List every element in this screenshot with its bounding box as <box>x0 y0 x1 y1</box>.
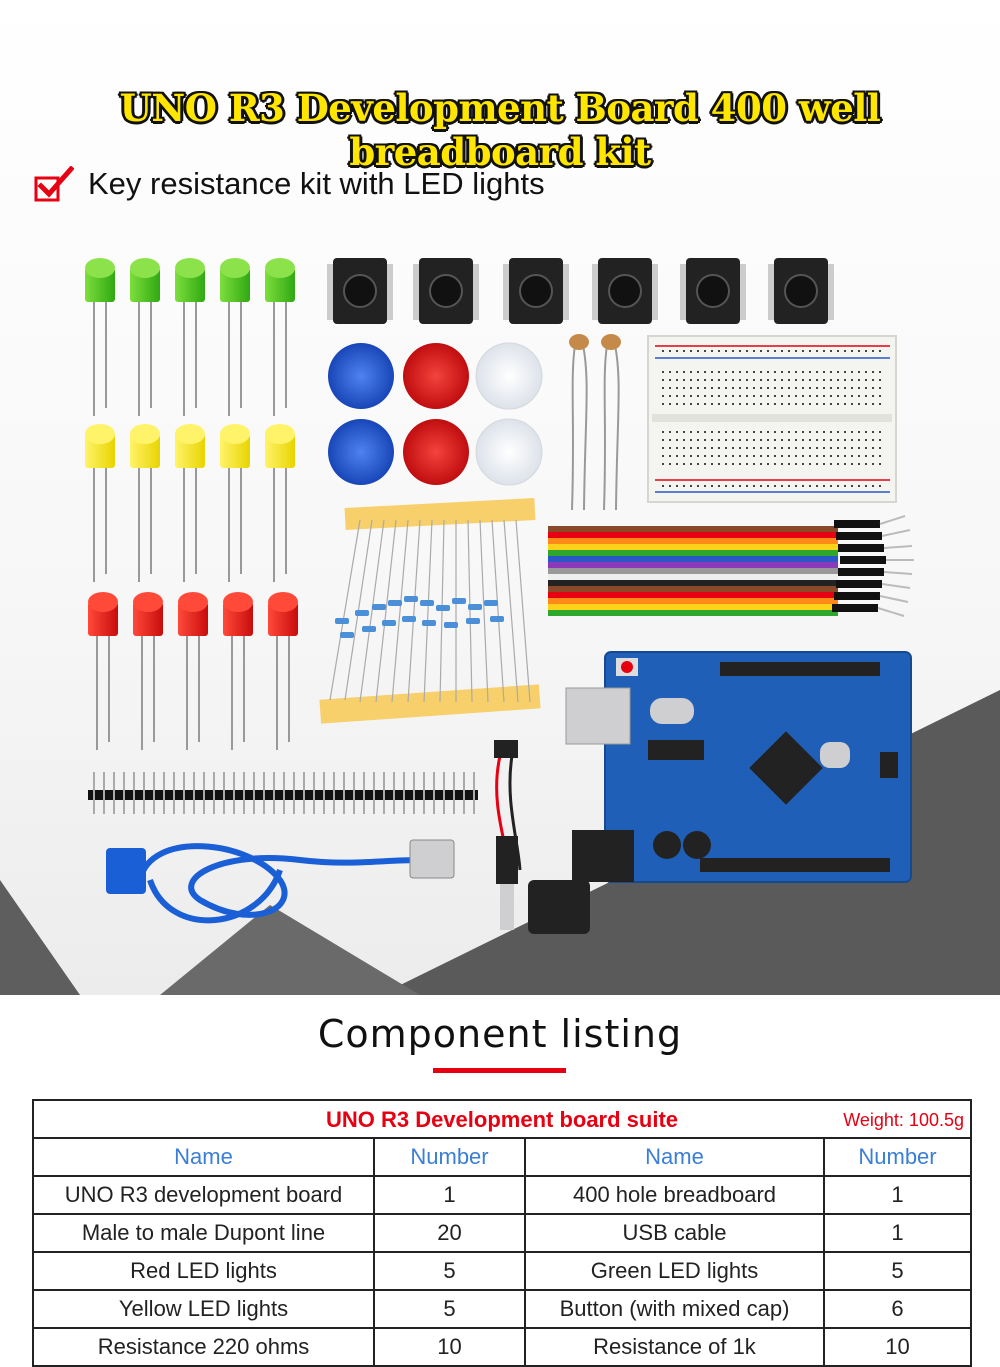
item-count: 20 <box>375 1215 526 1251</box>
item-count: 1 <box>375 1177 526 1213</box>
item-count: 5 <box>891 1258 904 1283</box>
item-count: 1 <box>891 1182 904 1207</box>
item-name: USB cable <box>526 1215 825 1251</box>
kit-illustration <box>85 258 914 934</box>
item-name: Red LED lights <box>34 1253 375 1289</box>
item-name: Resistance 220 ohms <box>34 1329 375 1365</box>
table-header-row: Name Number Name Number <box>34 1139 970 1177</box>
banner-title: UNO R3 Development Board 400 well breadb… <box>119 86 881 174</box>
table-row: Resistance 220 ohms 10 Resistance of 1k … <box>34 1329 970 1367</box>
item-name: Male to male Dupont line <box>34 1215 375 1251</box>
suite-title: UNO R3 Development board suite <box>325 1107 679 1132</box>
header-number: Number <box>375 1139 526 1175</box>
usb-b-plug <box>106 848 146 894</box>
green-leds <box>85 258 295 416</box>
header-name: Name <box>526 1139 825 1175</box>
usb-a-plug <box>409 839 455 879</box>
item-name: UNO R3 development board <box>34 1177 375 1213</box>
usb-cable <box>137 843 421 924</box>
pin-header <box>88 772 478 814</box>
title-underline <box>433 1068 566 1073</box>
item-name: Resistance of 1k <box>526 1329 825 1365</box>
item-count: 10 <box>375 1329 526 1365</box>
item-name: Yellow LED lights <box>34 1291 375 1327</box>
item-name: 400 hole breadboard <box>526 1177 825 1213</box>
feature-text: Key resistance kit with LED lights <box>88 166 545 201</box>
item-count: 6 <box>891 1296 904 1321</box>
checkmark-icon <box>34 166 74 202</box>
item-count: 5 <box>375 1291 526 1327</box>
battery-clip <box>494 740 590 934</box>
item-name: Green LED lights <box>526 1253 825 1289</box>
table-row: Yellow LED lights 5 Button (with mixed c… <box>34 1291 970 1329</box>
product-hero: UNO R3 Development Board 400 well breadb… <box>0 0 1000 995</box>
item-count: 1 <box>891 1220 904 1245</box>
resistors <box>319 498 541 724</box>
photoresistors <box>571 344 620 511</box>
header-name: Name <box>34 1139 375 1175</box>
red-leds <box>88 592 298 750</box>
table-suite-row: UNO R3 Development board suite Weight: 1… <box>34 1101 970 1139</box>
yellow-leds <box>85 424 295 582</box>
table-row: Male to male Dupont line 20 USB cable 1 <box>34 1215 970 1253</box>
uno-board <box>565 651 912 883</box>
item-name: Button (with mixed cap) <box>526 1291 825 1327</box>
weight-label: Weight: 100.5g <box>843 1110 964 1130</box>
table-row: Red LED lights 5 Green LED lights 5 <box>34 1253 970 1291</box>
button-caps <box>328 342 543 486</box>
feature-line: Key resistance kit with LED lights <box>34 162 545 206</box>
table-row: UNO R3 development board 1 400 hole brea… <box>34 1177 970 1215</box>
dupont-ribbon <box>548 515 914 617</box>
breadboard <box>647 335 897 503</box>
component-table: UNO R3 Development board suite Weight: 1… <box>32 1099 972 1367</box>
tactile-buttons <box>327 258 834 324</box>
listing-title: Component listing <box>317 1012 683 1056</box>
item-count: 5 <box>375 1253 526 1289</box>
item-count: 10 <box>885 1334 910 1359</box>
header-number: Number <box>858 1144 937 1169</box>
